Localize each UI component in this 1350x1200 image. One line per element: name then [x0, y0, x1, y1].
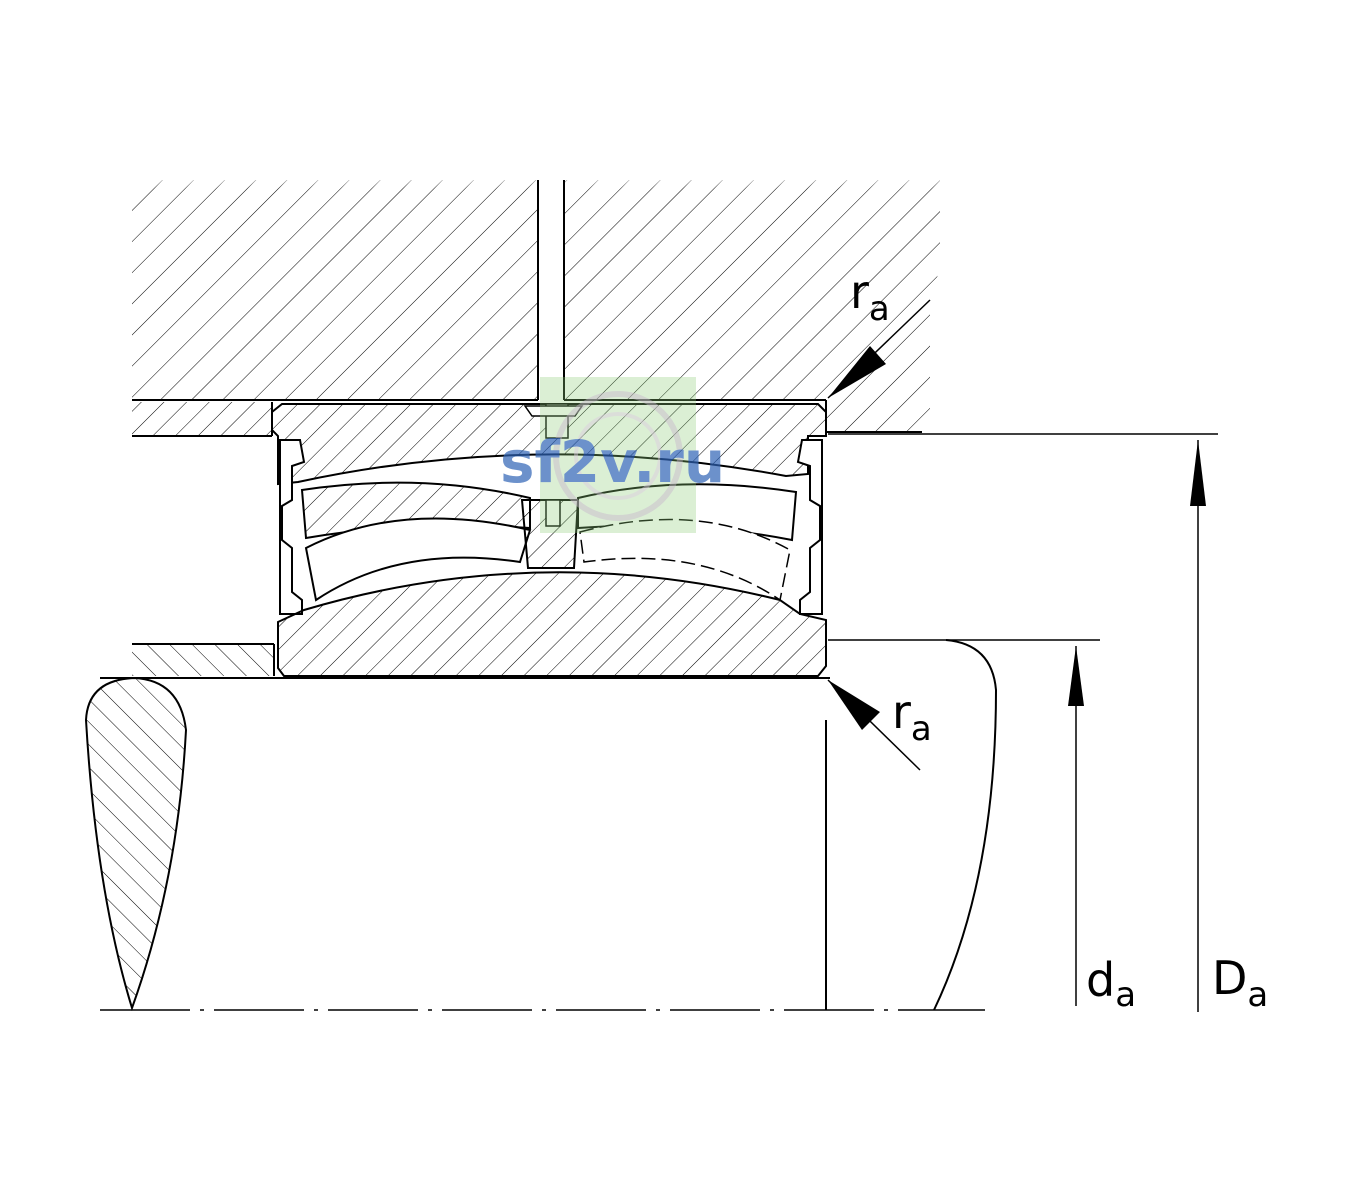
housing	[130, 175, 945, 433]
label-ra-bottom: ra	[892, 685, 932, 749]
dimension-Da	[828, 433, 1218, 1012]
roller-right	[577, 483, 798, 602]
bearing-inner-ring	[277, 571, 827, 677]
label-da: da	[1086, 953, 1136, 1015]
shaft-spacer	[132, 643, 275, 676]
guide-ring	[520, 499, 580, 569]
dimension-da	[1068, 646, 1084, 1006]
section-teardrop	[84, 676, 188, 1012]
shaft	[100, 639, 1100, 1011]
label-ra-top: ra	[850, 265, 890, 329]
watermark-text: sf2v.ru	[500, 428, 725, 496]
fillet-indicator-top	[827, 299, 931, 399]
watermark-logo: sf2v.ru	[500, 377, 725, 533]
housing-spacer	[132, 402, 273, 437]
fillet-indicator-bottom	[827, 679, 921, 771]
roller-left	[300, 481, 532, 602]
label-Da: Da	[1212, 951, 1268, 1015]
